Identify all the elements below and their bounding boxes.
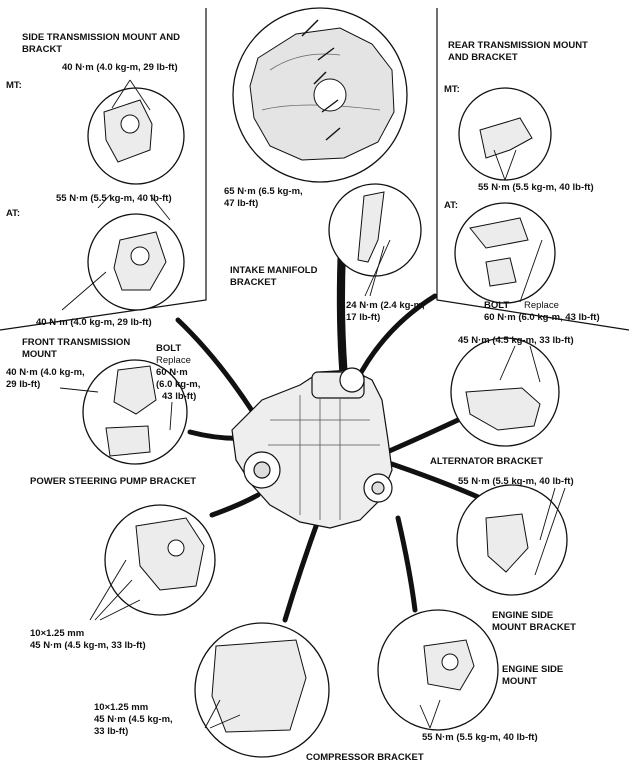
engine-side-mount-torque: 55 N·m (5.5 kg-m, 40 lb-ft) (422, 732, 538, 743)
intake-torque-2: 17 lb-ft) (346, 312, 381, 323)
alternator-bracket-label: ALTERNATOR BRACKET (430, 456, 543, 467)
side-at-torque-bottom: 40 N·m (4.0 kg-m, 29 lb-ft) (36, 317, 152, 328)
transmission-case (249, 27, 395, 161)
engine-side-mount-label-2: MOUNT (502, 676, 537, 687)
rear-replace-label: Replace (524, 300, 559, 311)
leader-lines (59, 79, 566, 729)
alternator-torque: 45 N·m (4.5 kg-m, 33 lb-ft) (458, 335, 574, 346)
rear-at-circle (454, 202, 556, 304)
side-mount-title-2: BRACKT (22, 44, 63, 55)
ps-bolt-torque: 45 N·m (4.5 kg-m, 33 lb-ft) (30, 640, 146, 651)
top-torque-2: 47 lb-ft) (224, 198, 259, 209)
side-at-label: AT: (6, 208, 21, 219)
engine-block (231, 367, 393, 529)
left-divider (0, 8, 207, 331)
engine-side-bracket-label-1: ENGINE SIDE (492, 610, 554, 621)
rear-at-label: AT: (444, 200, 459, 211)
intake-bracket-label-1: INTAKE MANIFOLD (230, 265, 318, 276)
compressor-bolt-torque-2: 33 lb-ft) (94, 726, 129, 737)
rear-mt-torque: 55 N·m (5.5 kg-m, 40 lb-ft) (478, 182, 594, 193)
side-mount-title-1: SIDE TRANSMISSION MOUNT AND (22, 32, 180, 43)
transmission-bolts (301, 19, 341, 141)
front-mount-title-1: FRONT TRANSMISSION (22, 337, 131, 348)
top-torque-1: 65 N·m (6.5 kg-m, (224, 186, 303, 197)
rear-mt-bracket-part (479, 117, 533, 159)
intake-torque-1: 24 N·m (2.4 kg-m, (346, 300, 425, 311)
front-bolt-torque-1: 60 N·m (156, 367, 188, 378)
front-mount-title-2: MOUNT (22, 349, 57, 360)
front-mount-part (113, 365, 157, 415)
rear-bolt-torque: 60 N·m (6.0 kg-m, 43 lb-ft) (484, 312, 600, 323)
front-bolt-torque-2: (6.0 kg-m, (156, 379, 201, 390)
engine-side-mount-label-1: ENGINE SIDE (502, 664, 564, 675)
right-divider (436, 8, 629, 331)
side-at-torque-top: 55 N·m (5.5 kg-m, 40 lb-ft) (56, 193, 172, 204)
rear-mount-title-1: REAR TRANSMISSION MOUNT (448, 40, 588, 51)
engine-side-bracket-part (485, 513, 529, 573)
front-bolt-label: BOLT (156, 343, 182, 354)
compressor-bracket-part (211, 639, 307, 733)
front-replace-label: Replace (156, 355, 191, 366)
rear-mount-title-2: AND BRACKET (448, 52, 518, 63)
engine-side-bracket-torque: 55 N·m (5.5 kg-m, 40 lb-ft) (458, 476, 574, 487)
ps-pump-bracket-label: POWER STEERING PUMP BRACKET (30, 476, 197, 487)
front-torque-2: 29 lb-ft) (6, 379, 41, 390)
side-mt-torque: 40 N·m (4.0 kg-m, 29 lb-ft) (62, 62, 178, 73)
side-mt-label: MT: (6, 80, 22, 91)
rear-at-mount-part (485, 257, 517, 287)
compressor-bolt-size: 10×1.25 mm (94, 702, 149, 713)
front-bolt-torque-3: 43 lb-ft) (162, 391, 197, 402)
rear-mt-label: MT: (444, 84, 460, 95)
ps-bolt-size: 10×1.25 mm (30, 628, 85, 639)
front-torque-1: 40 N·m (4.0 kg-m, (6, 367, 85, 378)
rear-at-bracket-part (469, 217, 529, 249)
compressor-bolt-torque-1: 45 N·m (4.5 kg-m, (94, 714, 173, 725)
alternator-bracket-part (465, 387, 541, 431)
front-bracket-part (105, 425, 151, 457)
engine-side-bracket-label-2: MOUNT BRACKET (492, 622, 576, 633)
intake-bracket-label-2: BRACKET (230, 277, 277, 288)
intake-bracket-part (357, 191, 385, 263)
rear-bolt-label: BOLT (484, 300, 510, 311)
compressor-bracket-label: COMPRESSOR BRACKET (306, 752, 424, 763)
